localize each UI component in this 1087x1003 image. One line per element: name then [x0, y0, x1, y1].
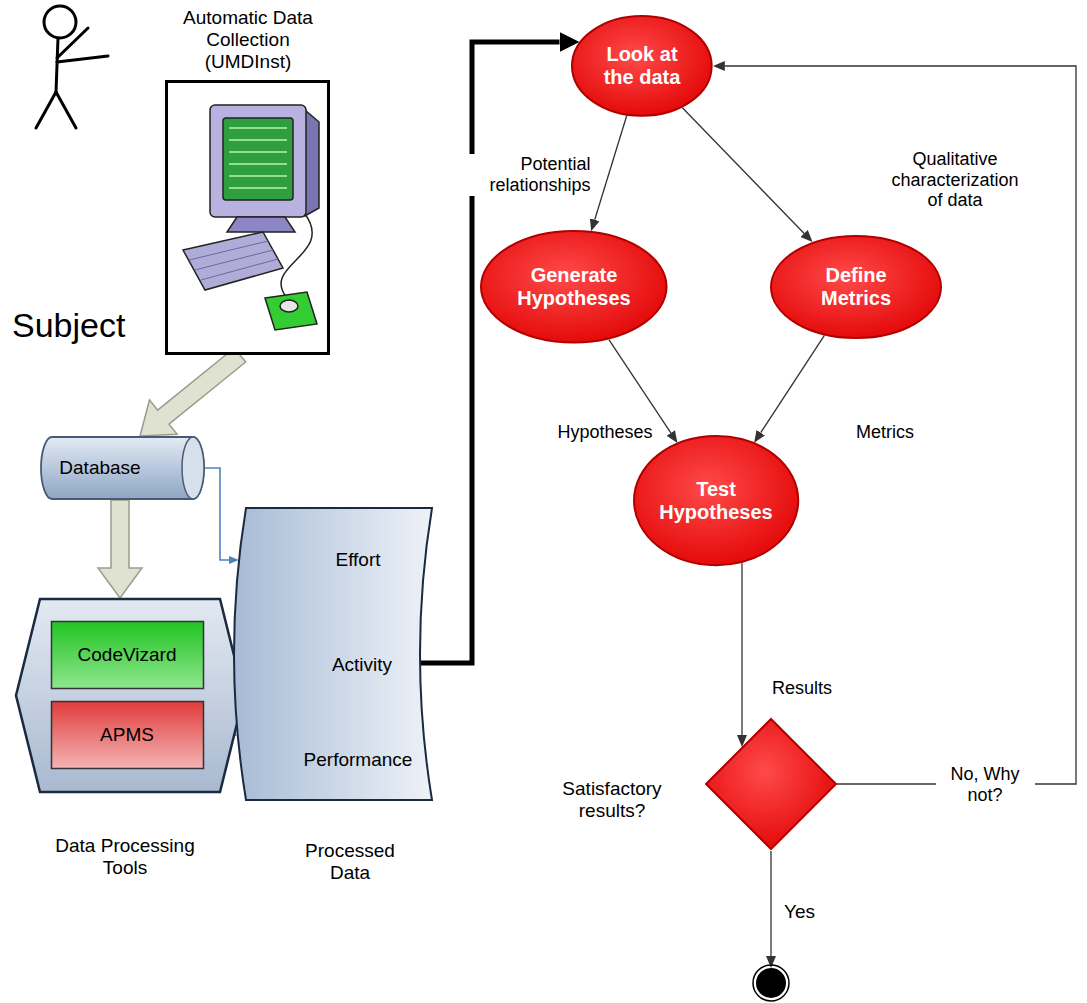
ellipse-fill [771, 236, 941, 338]
connector [420, 42, 560, 663]
connector [609, 340, 671, 433]
processed-data-band: EffortActivityPerformanceProcessed Data [232, 508, 432, 800]
hex-fill [16, 599, 244, 792]
tool-box: CodeVizard [50, 620, 205, 690]
database-cylinder: Database [40, 436, 205, 500]
node-text: APMS [100, 724, 154, 746]
edge-label: No, Why not? [936, 764, 1035, 805]
ellipse-fill [572, 16, 712, 116]
end-node-ring [753, 965, 789, 1001]
end-node [756, 968, 786, 998]
connector [761, 335, 825, 432]
ellipse-fill [481, 231, 667, 342]
decision-diamond-outline [705, 718, 837, 850]
collection-box-outline [165, 80, 330, 355]
box-border [52, 622, 204, 689]
branch-label: Yes [782, 901, 817, 923]
subject-figure [36, 6, 108, 128]
node-text: Database [59, 457, 140, 479]
node-text: Automatic Data Collection (UMDInst) [168, 7, 328, 73]
tools-hexagon: Data Processing ToolsCodeVizardAPMS [15, 598, 245, 793]
node-text: Processed Data [295, 840, 405, 884]
decision-diamond: Satisfactory results? [705, 718, 837, 850]
process-ellipse: Look at the data [571, 15, 713, 117]
node-text: Generate Hypotheses [509, 264, 639, 310]
edge-label: Results [770, 678, 834, 699]
box-border [52, 702, 204, 769]
connector [682, 108, 804, 234]
node-text: Activity [332, 654, 392, 676]
tool-box: APMS [50, 700, 205, 770]
cylinder-cap [182, 437, 204, 499]
process-ellipse: Generate Hypotheses [480, 230, 668, 343]
box-border [167, 82, 329, 354]
connector [741, 563, 742, 735]
node-text: Effort [335, 549, 380, 571]
ellipse-fill [634, 436, 798, 565]
cylinder-body [41, 437, 204, 499]
actor-name: Subject [10, 306, 127, 345]
node-text: CodeVizard [78, 644, 177, 666]
edge-label: Potential relationships [454, 154, 593, 195]
node-text: Test Hypotheses [656, 478, 776, 524]
process-ellipse: Define Metrics [770, 235, 942, 339]
edge-label: Hypotheses [555, 422, 654, 443]
node-text: Look at the data [597, 43, 687, 89]
connector [725, 66, 1076, 784]
diamond-fill [706, 719, 836, 849]
collection-box: Automatic Data Collection (UMDInst) [165, 80, 330, 355]
process-ellipse: Test Hypotheses [633, 435, 799, 566]
connector [205, 468, 229, 560]
edge-label: Qualitative characterization of data [878, 149, 1032, 211]
flow-arrow [98, 500, 142, 598]
band-fill [234, 508, 432, 800]
edge-label: Metrics [854, 422, 916, 443]
exit-line [770, 851, 771, 956]
computer-illustration [183, 105, 319, 330]
node-text: Satisfactory results? [547, 778, 677, 822]
flow-arrow [140, 348, 246, 436]
connector [595, 116, 627, 220]
node-text: Define Metrics [801, 264, 911, 310]
node-text: Performance [304, 749, 413, 771]
node-text: Data Processing Tools [45, 835, 205, 879]
